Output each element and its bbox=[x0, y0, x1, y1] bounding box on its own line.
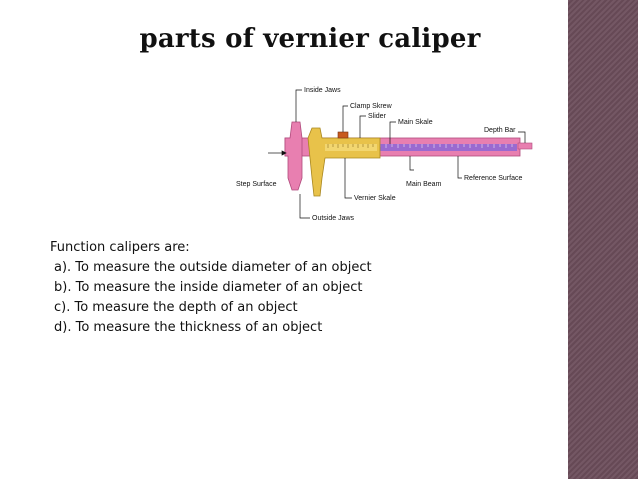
functions-heading: Function calipers are: bbox=[50, 240, 190, 255]
slide-title: parts of vernier caliper bbox=[139, 24, 481, 54]
label-depth-bar: Depth Bar bbox=[484, 127, 516, 134]
vernier-ticks bbox=[327, 144, 374, 148]
label-main-skale: Main Skale bbox=[398, 119, 433, 126]
function-item: d). To measure the thickness of an objec… bbox=[54, 320, 323, 335]
decorative-sidebar bbox=[568, 0, 638, 479]
label-vernier-skale: Vernier Skale bbox=[354, 195, 396, 202]
function-item: c). To measure the depth of an object bbox=[54, 300, 298, 315]
clamp-screw-shape bbox=[337, 131, 349, 139]
label-slider: Slider bbox=[368, 113, 387, 120]
fixed-jaw-shape bbox=[284, 121, 303, 191]
main-scale-strip bbox=[345, 144, 517, 151]
depth-bar-shape bbox=[517, 142, 533, 150]
vernier-caliper-diagram: Inside Jaws Clamp Skrew Slider Main Skal… bbox=[236, 87, 533, 222]
label-reference-surface: Reference Surface bbox=[464, 175, 522, 182]
function-item: a). To measure the outside diameter of a… bbox=[54, 260, 372, 275]
vernier-scale-strip bbox=[325, 144, 377, 151]
function-item: b). To measure the inside diameter of an… bbox=[54, 280, 363, 295]
functions-list: Function calipers are: a). To measure th… bbox=[50, 238, 372, 338]
label-step-surface: Step Surface bbox=[236, 181, 277, 188]
label-outside-jaws: Outside Jaws bbox=[312, 215, 355, 222]
label-main-beam: Main Beam bbox=[406, 181, 442, 188]
label-inside-jaws: Inside Jaws bbox=[304, 87, 341, 94]
label-clamp-screw: Clamp Skrew bbox=[350, 103, 393, 110]
slide: parts of vernier caliper bbox=[50, 24, 533, 338]
